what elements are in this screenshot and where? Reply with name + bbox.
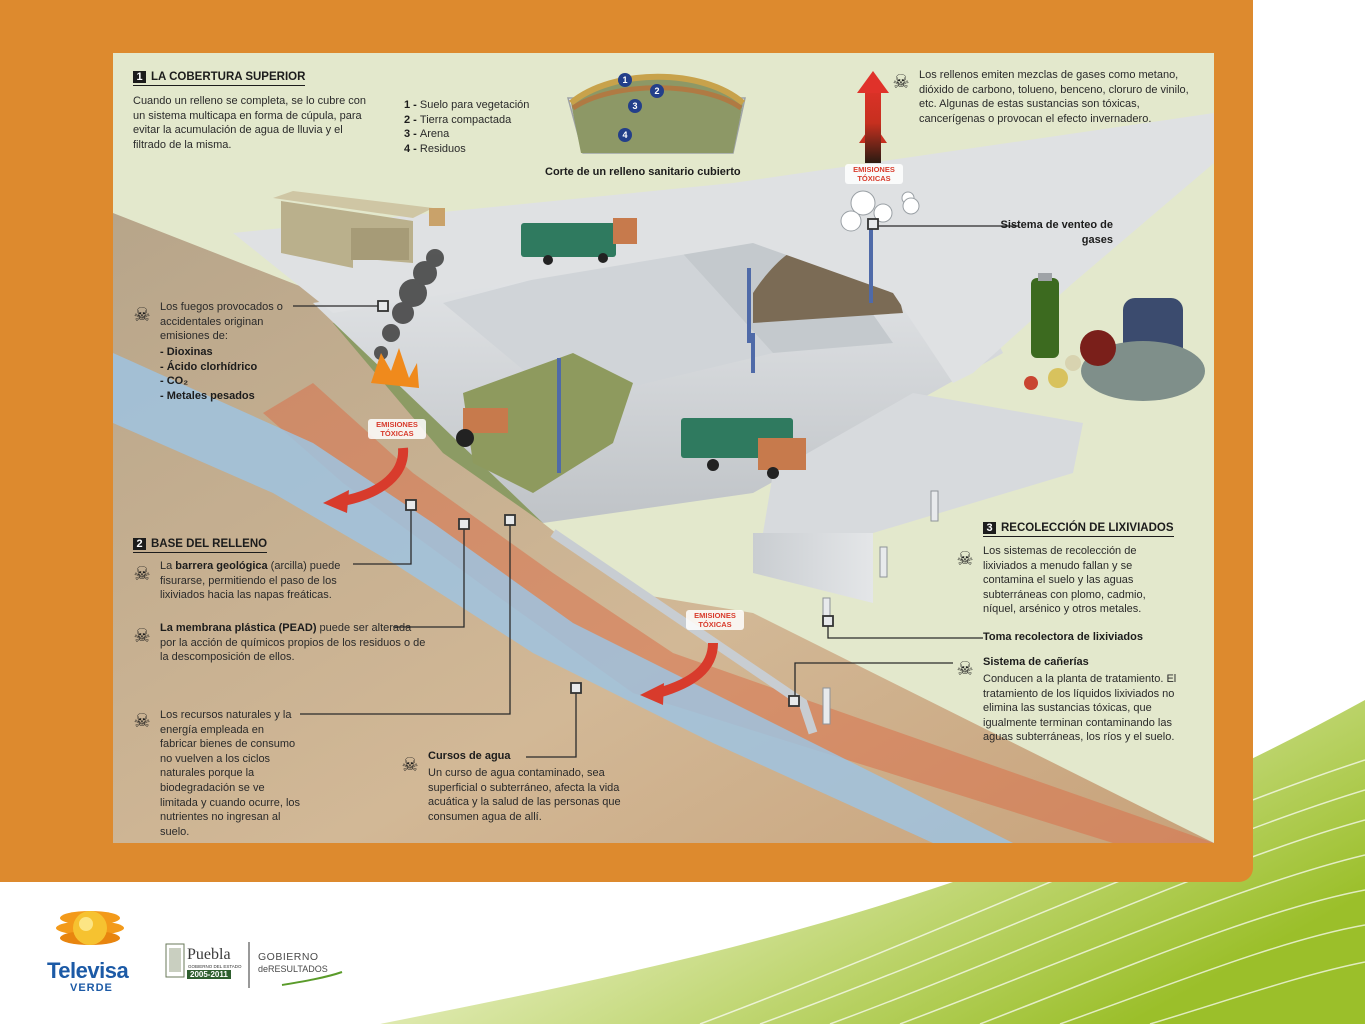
skull-icon: ☠ bbox=[133, 625, 151, 647]
skull-icon: ☠ bbox=[133, 710, 151, 732]
emissions-label-left: EMISIONES TÓXICAS bbox=[368, 419, 426, 439]
emissions-label-bottom: EMISIONES TÓXICAS bbox=[686, 610, 744, 630]
skull-icon: ☠ bbox=[956, 658, 974, 680]
section2-title: BASE DEL RELLENO bbox=[151, 538, 268, 550]
skull-icon: ☠ bbox=[133, 304, 151, 326]
televisa-logo-icon bbox=[56, 911, 343, 988]
section1-title: LA COBERTURA SUPERIOR bbox=[151, 71, 306, 83]
skull-icon: ☠ bbox=[892, 71, 910, 93]
layer-legend-item: 2 - Tierra compactada bbox=[404, 113, 512, 126]
water-text: Un curso de agua contaminado, sea superf… bbox=[428, 767, 621, 823]
pipes-title: Sistema de cañerías bbox=[983, 656, 1089, 668]
section2-number: 2 bbox=[133, 538, 146, 550]
section1-number: 1 bbox=[133, 71, 146, 83]
landfill-illustration bbox=[113, 53, 1214, 843]
landfill-infographic: 1 2 3 4 1 LA COBERTURA SUPERIOR Cuando un… bbox=[113, 53, 1214, 843]
section3-title: RECOLECCIÓN DE LIXIVIADOS bbox=[1001, 522, 1174, 534]
puebla-years: 2005-2011 bbox=[187, 970, 231, 979]
skull-icon: ☠ bbox=[401, 754, 419, 776]
water-title: Cursos de agua bbox=[428, 750, 511, 762]
layer-marker-4: 4 bbox=[618, 128, 632, 142]
layer-legend-item: 4 - Residuos bbox=[404, 142, 466, 155]
cross-section-caption: Corte de un relleno sanitario cubierto bbox=[545, 166, 741, 178]
resources-text: Los recursos naturales y la energía empl… bbox=[160, 709, 301, 838]
skull-icon: ☠ bbox=[956, 548, 974, 570]
section3-heading: 3 RECOLECCIÓN DE LIXIVIADOS bbox=[983, 522, 1174, 537]
verde-wordmark: VERDE bbox=[70, 982, 113, 994]
vent-system-label: Sistema de venteo de gases bbox=[1000, 219, 1114, 246]
fires-text: Los fuegos provocados o accidentales ori… bbox=[160, 301, 283, 343]
layer-marker-1: 1 bbox=[618, 73, 632, 87]
layer-legend-item: 1 - Suelo para vegetación bbox=[404, 99, 530, 111]
emissions-label-top: EMISIONES TÓXICAS bbox=[845, 164, 903, 184]
section3-number: 3 bbox=[983, 522, 996, 534]
membrane-text: La membrana plástica (PEAD) puede ser al… bbox=[160, 622, 426, 664]
barrier-text: La barrera geológica (arcilla) puede fis… bbox=[160, 560, 341, 602]
layer-marker-3: 3 bbox=[628, 99, 642, 113]
section3-text: Los sistemas de recolección de lixiviado… bbox=[983, 545, 1146, 616]
televisa-wordmark: Televisa bbox=[47, 958, 129, 983]
section1-text: Cuando un relleno se completa, se lo cub… bbox=[133, 95, 366, 151]
puebla-subtitle: GOBIERNO DEL ESTADO bbox=[188, 964, 242, 969]
pipes-text: Conducen a la planta de tratamiento. El … bbox=[983, 673, 1177, 744]
intake-label: Toma recolectora de lixiviados bbox=[983, 631, 1143, 643]
footer-logos: Televisa VERDE Puebla GOBIERNO DEL ESTAD… bbox=[0, 890, 400, 1024]
layer-legend-item: 3 - Arena bbox=[404, 128, 450, 141]
section2-heading: 2 BASE DEL RELLENO bbox=[133, 538, 268, 553]
layer-marker-2: 2 bbox=[650, 84, 664, 98]
skull-icon: ☠ bbox=[133, 563, 151, 585]
fire-emission-item: - CO₂ bbox=[160, 375, 189, 388]
section1-heading: 1 LA COBERTURA SUPERIOR bbox=[133, 71, 306, 86]
layer-legend: 1 - Suelo para vegetación 2 - Tierra com… bbox=[404, 98, 529, 156]
fire-emissions-list: - Dioxinas - Ácido clorhídrico - CO₂ - M… bbox=[160, 345, 257, 403]
fire-emission-item: - Metales pesados bbox=[160, 389, 255, 402]
fire-emission-item: - Ácido clorhídrico bbox=[160, 360, 258, 373]
fire-emission-item: - Dioxinas bbox=[160, 346, 213, 358]
gobierno-wordmark: GOBIERNO bbox=[258, 951, 319, 963]
resultados-wordmark: deRESULTADOS bbox=[258, 964, 328, 974]
puebla-wordmark: Puebla bbox=[187, 946, 231, 963]
gases-text: Los rellenos emiten mezclas de gases com… bbox=[919, 69, 1189, 125]
